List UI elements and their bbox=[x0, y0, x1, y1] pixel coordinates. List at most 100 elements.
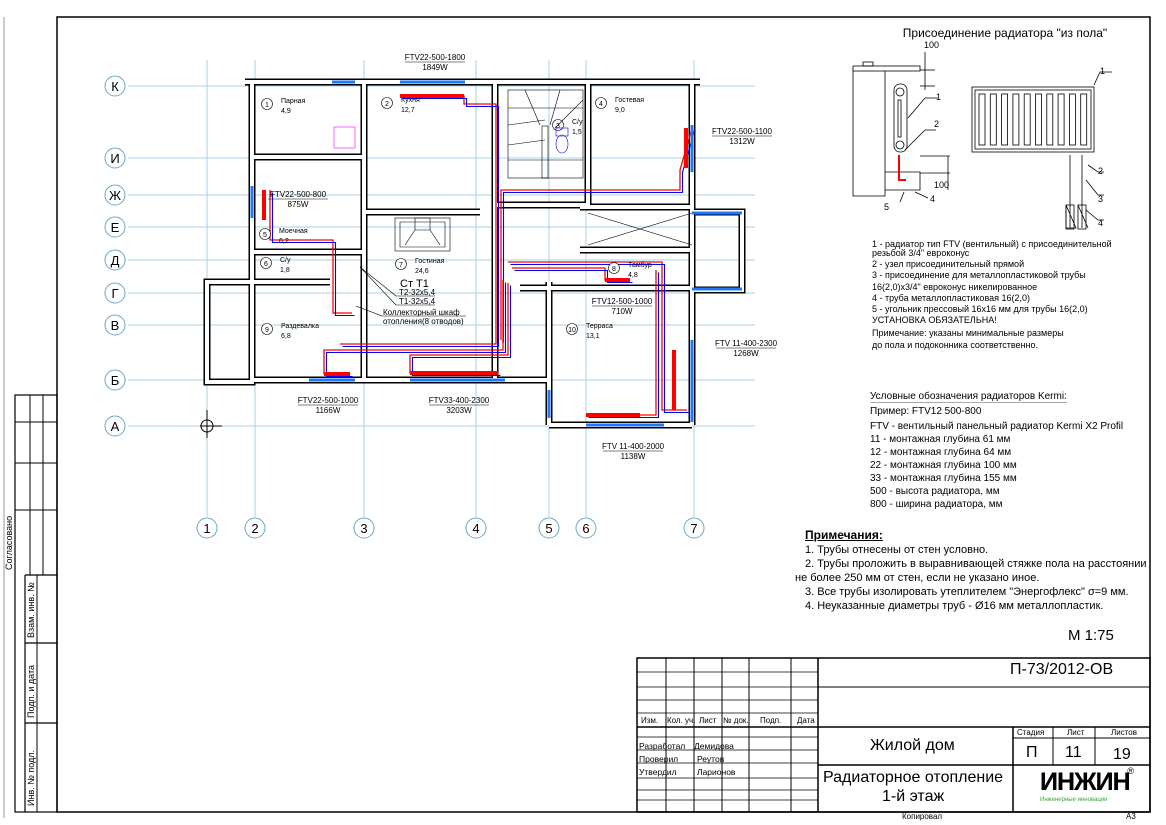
legend-item: резьбой 3/4" евроконус bbox=[872, 248, 970, 258]
sheets-label: Листов bbox=[1111, 728, 1137, 737]
pipes bbox=[262, 94, 696, 419]
callout-3: 3 bbox=[1098, 194, 1103, 204]
callout-2: 2 bbox=[934, 119, 939, 129]
grid-bubble bbox=[353, 517, 375, 539]
grid-bubble bbox=[104, 147, 126, 169]
grid-col-label: 6 bbox=[582, 521, 589, 536]
legend-item: 4 - труба металлопластиковая 16(2,0) bbox=[872, 293, 1031, 303]
room-area: 4,9 bbox=[281, 108, 291, 115]
supply-pipe bbox=[586, 270, 657, 416]
room-number: 6 bbox=[264, 261, 268, 268]
room-number: 5 bbox=[263, 232, 267, 239]
grid-bubble bbox=[104, 216, 126, 238]
name-cell: Ларионов bbox=[697, 767, 736, 777]
radiator-fin bbox=[1001, 93, 1008, 146]
radiator-power: 1268W bbox=[733, 349, 759, 358]
grid-bubble bbox=[538, 517, 560, 539]
room-number-circle bbox=[261, 323, 273, 335]
grid-col-label: 7 bbox=[690, 521, 697, 536]
copied-label: Копировал bbox=[902, 812, 943, 821]
grid-row-label: Б bbox=[111, 373, 120, 388]
room-number: 4 bbox=[599, 101, 603, 108]
header-cell: Лист bbox=[699, 716, 717, 725]
sheets-value: 19 bbox=[1113, 746, 1131, 763]
room-name: Гостиная bbox=[415, 258, 445, 265]
grid-bubble bbox=[104, 369, 126, 391]
header-cell: Дата bbox=[797, 716, 815, 725]
room-number: 3 bbox=[556, 123, 560, 130]
grid-row-label: Е bbox=[111, 220, 120, 235]
radiator-power: 1312W bbox=[729, 137, 755, 146]
radiator-power: 710W bbox=[612, 307, 633, 316]
notes-title: Примечания: bbox=[805, 528, 883, 542]
legend-item: 5 - угольник прессовый 16х16 мм для труб… bbox=[872, 304, 1088, 314]
callout-2b: 2 bbox=[1098, 166, 1103, 176]
grid-col-label: 1 bbox=[203, 521, 210, 536]
radiator-power: 875W bbox=[288, 200, 309, 209]
sheet-label: Лист bbox=[1067, 728, 1085, 737]
return-pipe bbox=[510, 263, 690, 414]
room-number: 1 bbox=[265, 102, 269, 109]
logo-text: ИНЖИН bbox=[1040, 768, 1131, 796]
grid-bubble bbox=[244, 517, 266, 539]
stage-label: Стадия bbox=[1017, 728, 1045, 737]
room-name: С/у bbox=[280, 257, 291, 264]
radiator-model: FTV22-500-1800 bbox=[405, 53, 466, 62]
return-pipe bbox=[514, 269, 633, 284]
room-number: 7 bbox=[399, 262, 403, 269]
kermi-item: 11 - монтажная глубина 61 мм bbox=[870, 434, 1011, 445]
kermi-item: 500 - высота радиатора, мм bbox=[870, 486, 1000, 497]
room-area: 1,5 bbox=[572, 129, 582, 136]
radiator-fin bbox=[1080, 93, 1088, 146]
room-area: 9,0 bbox=[615, 107, 625, 114]
grid-row-label: В bbox=[111, 318, 120, 333]
return-pipe bbox=[588, 272, 660, 419]
radiator-fin bbox=[1057, 93, 1065, 146]
collector-label-1: Коллекторный шкаф bbox=[383, 308, 460, 317]
wall-fill bbox=[493, 82, 588, 207]
object-name: Жилой дом bbox=[870, 737, 955, 754]
header-cell: № док. bbox=[723, 716, 749, 725]
return-pipe bbox=[271, 192, 355, 317]
name-cell: Реутов bbox=[697, 754, 725, 764]
grid-row-label: А bbox=[111, 419, 120, 434]
radiator-fin bbox=[1035, 93, 1042, 146]
header-cell: Кол. уч. bbox=[667, 716, 696, 725]
radiator-power: 1849W bbox=[422, 63, 448, 72]
radiator-model: FTV22-500-1100 bbox=[712, 127, 772, 136]
sheet-value: 11 bbox=[1065, 744, 1082, 761]
wall bbox=[203, 278, 256, 386]
room-number: 10 bbox=[568, 327, 576, 334]
riser-t1: Т1-32х5,4 bbox=[399, 297, 436, 306]
role-cell: Разработал bbox=[639, 741, 686, 751]
note-line: не более 250 мм от стен, если не указано… bbox=[795, 572, 1040, 584]
kermi-item: 12 - монтажная глубина 64 мм bbox=[870, 447, 1012, 458]
room-name: Раздевалка bbox=[281, 323, 319, 330]
legend-note: Примечание: указаны минимальные размеры bbox=[872, 328, 1064, 338]
grid-bubble bbox=[104, 249, 126, 271]
document-code: П-73/2012-ОВ bbox=[1010, 661, 1114, 678]
grid-col-label: 3 bbox=[360, 521, 367, 536]
title-block-grid bbox=[14, 394, 1151, 813]
grid-bubble bbox=[196, 517, 218, 539]
return-pipe bbox=[502, 130, 696, 343]
role-cell: Утвердил bbox=[639, 767, 677, 777]
header-cell: Изм. bbox=[641, 716, 659, 725]
side-strip-labels: Согласовано Взам. инв. № Подп. и дата Ин… bbox=[4, 516, 36, 806]
origin-cross-icon bbox=[200, 410, 222, 438]
kermi-example: Пример: FTV12 500-800 bbox=[870, 406, 982, 417]
return-pipe bbox=[325, 282, 507, 378]
grid-col-label: 2 bbox=[251, 521, 258, 536]
wall bbox=[692, 208, 746, 294]
return-pipe bbox=[411, 285, 512, 377]
sheet-title-1: Радиаторное отопление bbox=[823, 769, 1004, 786]
role-cell: Проверил bbox=[639, 754, 679, 764]
wall-fill bbox=[692, 210, 744, 292]
kermi-title: Условные обозначения радиаторов Kermi: bbox=[870, 391, 1067, 403]
grid-row-label: Д bbox=[111, 253, 120, 268]
kermi-item: 33 - монтажная глубина 155 мм bbox=[870, 473, 1017, 484]
room-number: 9 bbox=[265, 327, 269, 334]
room-number-circle bbox=[381, 97, 393, 109]
room-number-circle bbox=[260, 257, 272, 269]
